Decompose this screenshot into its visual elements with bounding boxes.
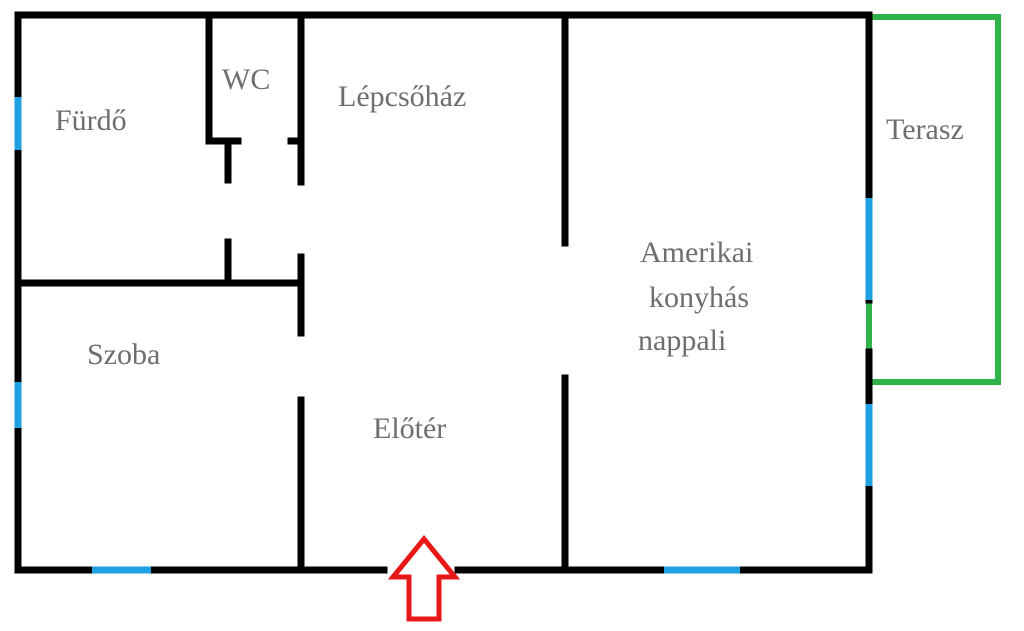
windows: [14, 97, 873, 574]
room-label-nappali-line3: nappali: [638, 324, 726, 357]
room-label-szoba: Szoba: [87, 338, 160, 371]
room-label-furdo: Fürdő: [55, 104, 127, 137]
room-label-terasz: Terasz: [886, 113, 964, 146]
room-label-eloter: Előtér: [373, 412, 446, 445]
room-label-lepcsohaz: Lépcsőház: [338, 80, 466, 113]
up-arrow-outline-icon: [387, 535, 461, 622]
terrace-outline: [866, 14, 1001, 385]
room-label-nappali-line1: Amerikai: [640, 236, 753, 269]
room-label-wc: WC: [222, 63, 270, 96]
room-label-nappali-line2: konyhás: [649, 281, 749, 314]
